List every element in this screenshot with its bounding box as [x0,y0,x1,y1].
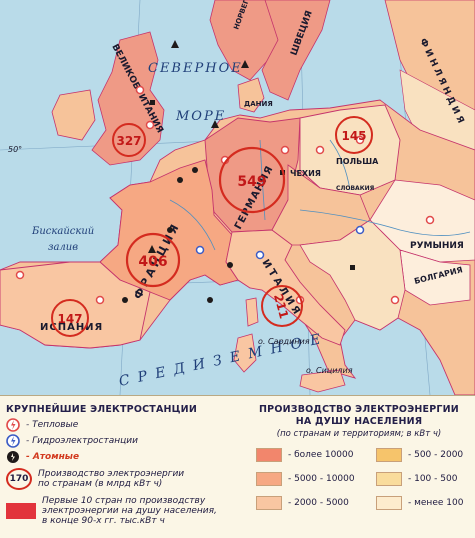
land-denmark [237,77,265,113]
label-slovakia: СЛОВАКИЯ [336,185,375,192]
land-sardinia [233,333,257,373]
scale-swatch-5 [376,472,402,486]
legend-production-title-2: НА ДУШУ НАСЕЛЕНИЯ [295,416,423,427]
land-sicily [299,369,346,393]
scale-item-2: - 5000 - 10000 [256,472,355,486]
legend-top10-texts: Первые 10 стран по производству электроэ… [42,496,217,526]
legend-circle-text-1: Производство электроэнергии [38,469,185,479]
nuclear-icon [7,451,19,463]
legend: КРУПНЕЙШИЕ ЭЛЕКТРОСТАНЦИИ - Тепловые - Г… [0,395,475,538]
legend-production-subtitle: (по странам и территориям; в кВт ч) [276,429,442,439]
scale-item-5: - 100 - 500 [376,472,457,486]
label-denmark: ДАНИЯ [244,100,273,108]
legend-thermal-text: - Тепловые [26,420,79,430]
production-value-france: 406 [138,254,167,270]
legend-nuclear-text: - Атомные [26,452,80,462]
label-sicily: о. Сицилия [306,366,353,375]
legend-production-title-1: ПРОИЗВОДСТВО ЭЛЕКТРОЭНЕРГИИ [259,404,459,415]
legend-circle: 170 Производство электроэнергии по стран… [6,468,184,490]
legend-top10-text-2: электроэнергии на душу населения, [42,506,217,516]
legend-hydro: - Гидроэлектростанции [6,434,138,448]
production-value-spain: 147 [57,312,82,326]
circle-france [125,232,181,288]
europe-map: СЕВЕРНОЕ МОРЕ Бискайский залив С Р Е Д И… [0,0,475,395]
scale-swatch-2 [256,472,282,486]
land-ireland [51,89,96,141]
circle-poland [335,116,373,154]
thermal-icon [6,418,20,432]
label-spain: ИСПАНИЯ [40,322,103,333]
legend-thermal: - Тепловые [6,418,78,432]
legend-circle-value: 170 [9,474,29,484]
legend-hydro-text: - Гидроэлектростанции [26,436,138,446]
circle-germany [218,146,286,214]
legend-circle-text-2: по странам (в млрд кВт ч) [38,479,163,489]
scale-label-6: - менее 100 [408,498,464,508]
land-italy [225,229,346,346]
legend-top10: Первые 10 стран по производству электроэ… [6,496,217,526]
scale-swatch-6 [376,496,402,510]
scale-item-1: - более 10000 [256,448,353,462]
circle-italy [261,285,303,327]
land-spain [0,261,151,349]
scale-item-6: - менее 100 [376,496,463,510]
rivers [169,139,471,251]
legend-circle-icon: 170 [6,468,32,490]
biscay-label-2: залив [48,242,78,253]
legend-top10-swatch [6,503,36,519]
circle-britain [112,123,146,157]
north-sea-label-1: СЕВЕРНОЕ [148,61,243,76]
legend-top10-text-1: Первые 10 стран по производству [42,496,206,506]
label-czech: ЧЕХИЯ [290,169,321,178]
legend-stations-title: КРУПНЕЙШИЕ ЭЛЕКТРОСТАНЦИИ [6,404,197,415]
scale-item-3: - 2000 - 5000 [256,496,349,510]
hydro-icon [6,434,20,448]
land-corsica [245,297,259,327]
label-poland: ПОЛЬША [336,157,379,166]
production-value-italy: 211 [271,292,291,320]
land-poland [299,104,401,196]
scale-swatch-1 [256,448,282,462]
scale-swatch-4 [376,448,402,462]
label-sardinia: о. Сардиния [258,337,310,346]
production-value-germany: 549 [237,174,266,190]
production-value-britain: 327 [116,134,141,148]
north-sea-label-2: МОРЕ [175,109,226,124]
station-markers [15,40,435,305]
legend-nuclear: - Атомные [6,450,79,464]
land-britain [91,31,165,166]
land-balkans [299,219,406,331]
production-circles: 327 549 145 406 147 211 [51,116,373,337]
biscay-label-1: Бискайский [31,226,94,237]
legend-circle-texts: Производство электроэнергии по странам (… [38,469,184,489]
label-romania: РУМЫНИЯ [410,241,464,251]
scale-item-4: - 500 - 2000 [376,448,463,462]
scale-swatch-3 [256,496,282,510]
legend-top10-text-3: в конце 90-х гг. тыс.кВт ч [42,516,165,526]
land-sweden [261,0,331,101]
circle-spain [51,299,89,337]
scale-label-4: - 500 - 2000 [408,450,464,460]
latitude-label: 50° [8,145,22,154]
scale-label-5: - 100 - 500 [408,474,458,484]
scale-label-1: - более 10000 [288,450,354,460]
scale-label-2: - 5000 - 10000 [288,474,355,484]
production-value-poland: 145 [341,129,366,143]
scale-label-3: - 2000 - 5000 [288,498,349,508]
